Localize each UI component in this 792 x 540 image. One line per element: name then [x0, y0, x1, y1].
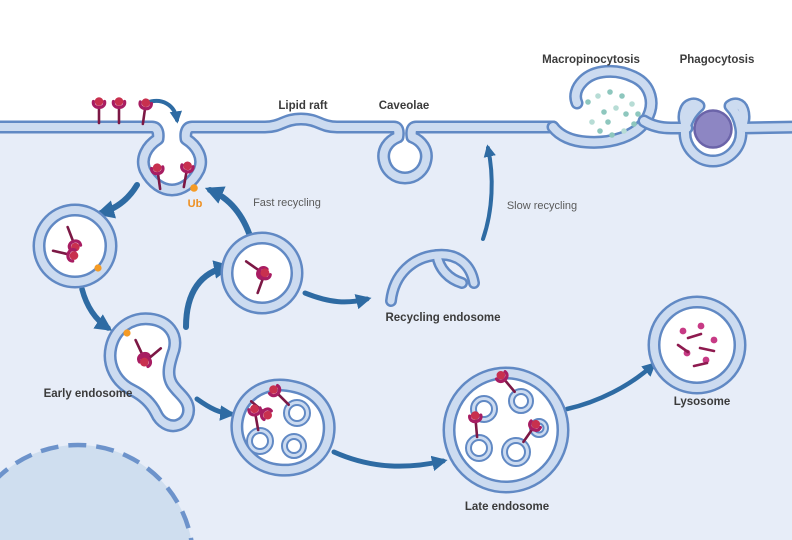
multivesicular-body	[237, 382, 329, 470]
primary-endocytic-vesicle	[32, 203, 118, 289]
label-ub: Ub	[188, 198, 203, 210]
arrow-fast-recycling-to-membrane	[204, 186, 254, 242]
label-phagocytosis: Phagocytosis	[680, 54, 755, 66]
label-macropinocytosis: Macropinocytosis	[542, 54, 640, 66]
label-caveolae: Caveolae	[379, 100, 430, 112]
label-slow-recycling: Slow recycling	[507, 200, 577, 212]
late-endosome	[442, 366, 570, 494]
arrow-early-endosome-to-mvb	[194, 396, 236, 421]
nucleus	[0, 442, 194, 540]
macropinocytosis-particles	[585, 89, 641, 138]
arrow-mvb-to-late-endosome	[331, 449, 448, 471]
label-late-endosome: Late endosome	[465, 501, 549, 513]
label-fast-recycling: Fast recycling	[253, 197, 321, 209]
fast-recycling-vesicle	[220, 231, 304, 315]
degraded-cargo	[676, 322, 718, 368]
label-recycling-endosome: Recycling endosome	[385, 312, 500, 324]
receptor-icon	[111, 95, 127, 125]
label-early-endosome: Early endosome	[44, 388, 133, 400]
lysosome	[647, 295, 747, 395]
arrow-late-endosome-to-lysosome	[564, 362, 657, 412]
label-lipid-raft: Lipid raft	[278, 100, 327, 112]
arrow-slow-recycling-to-membrane	[481, 144, 496, 241]
label-lysosome: Lysosome	[674, 396, 730, 408]
arrow-pit-to-vesicle	[95, 182, 140, 219]
ubiquitin-icon	[123, 329, 131, 337]
cytoplasm-region	[0, 103, 792, 540]
pathway-arrows	[79, 99, 657, 471]
arrow-early-endosome-to-fast-recycling	[183, 260, 233, 330]
early-endosome	[110, 319, 188, 426]
ubiquitin-icon	[190, 184, 198, 192]
arrow-vesicle-to-early-endosome	[79, 286, 113, 331]
arrow-vesicle-to-recycling-endosome	[302, 290, 372, 310]
ubiquitin-icon	[94, 264, 102, 272]
surface-receptors	[91, 95, 198, 192]
phagocytosed-particle	[693, 109, 733, 149]
receptor-icon	[91, 95, 107, 125]
